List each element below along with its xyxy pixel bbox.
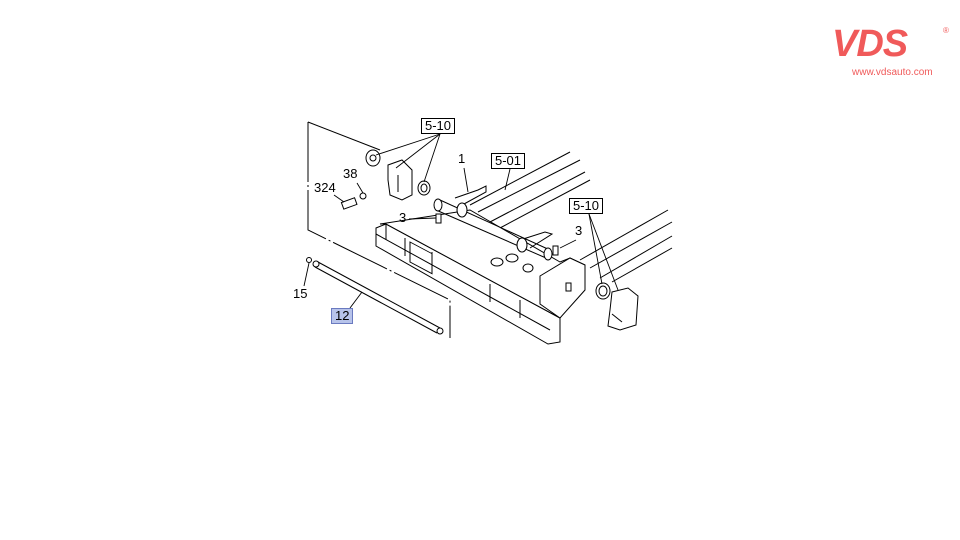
frame-rails xyxy=(469,151,673,283)
explode-boundary xyxy=(307,122,451,338)
explode-line xyxy=(307,121,381,151)
vds-logo: VDS ® www.vdsauto.com xyxy=(832,24,952,80)
part-3-right-label[interactable]: 3 xyxy=(575,223,583,238)
logo-registered-mark: ® xyxy=(943,26,949,35)
left-bracket xyxy=(340,149,559,256)
ref-5-10-right[interactable]: 5-10 xyxy=(569,198,604,214)
part-1-label[interactable]: 1 xyxy=(458,151,466,166)
part-324-label[interactable]: 324 xyxy=(314,180,336,195)
right-bracket xyxy=(595,282,639,331)
logo-url: www.vdsauto.com xyxy=(852,67,933,78)
part-15-label[interactable]: 15 xyxy=(293,286,308,301)
axle-shaft xyxy=(433,185,554,261)
rod-part-12 xyxy=(306,257,444,335)
leader-lines xyxy=(303,133,619,309)
part-12-label-highlighted[interactable]: 12 xyxy=(331,308,354,324)
ref-5-01[interactable]: 5-01 xyxy=(491,153,526,169)
ref-5-10-top[interactable]: 5-10 xyxy=(421,118,456,134)
cross-member xyxy=(375,209,586,345)
part-3-left-label[interactable]: 3 xyxy=(399,210,407,225)
logo-brand: VDS xyxy=(832,23,908,65)
part-38-label[interactable]: 38 xyxy=(343,166,358,181)
